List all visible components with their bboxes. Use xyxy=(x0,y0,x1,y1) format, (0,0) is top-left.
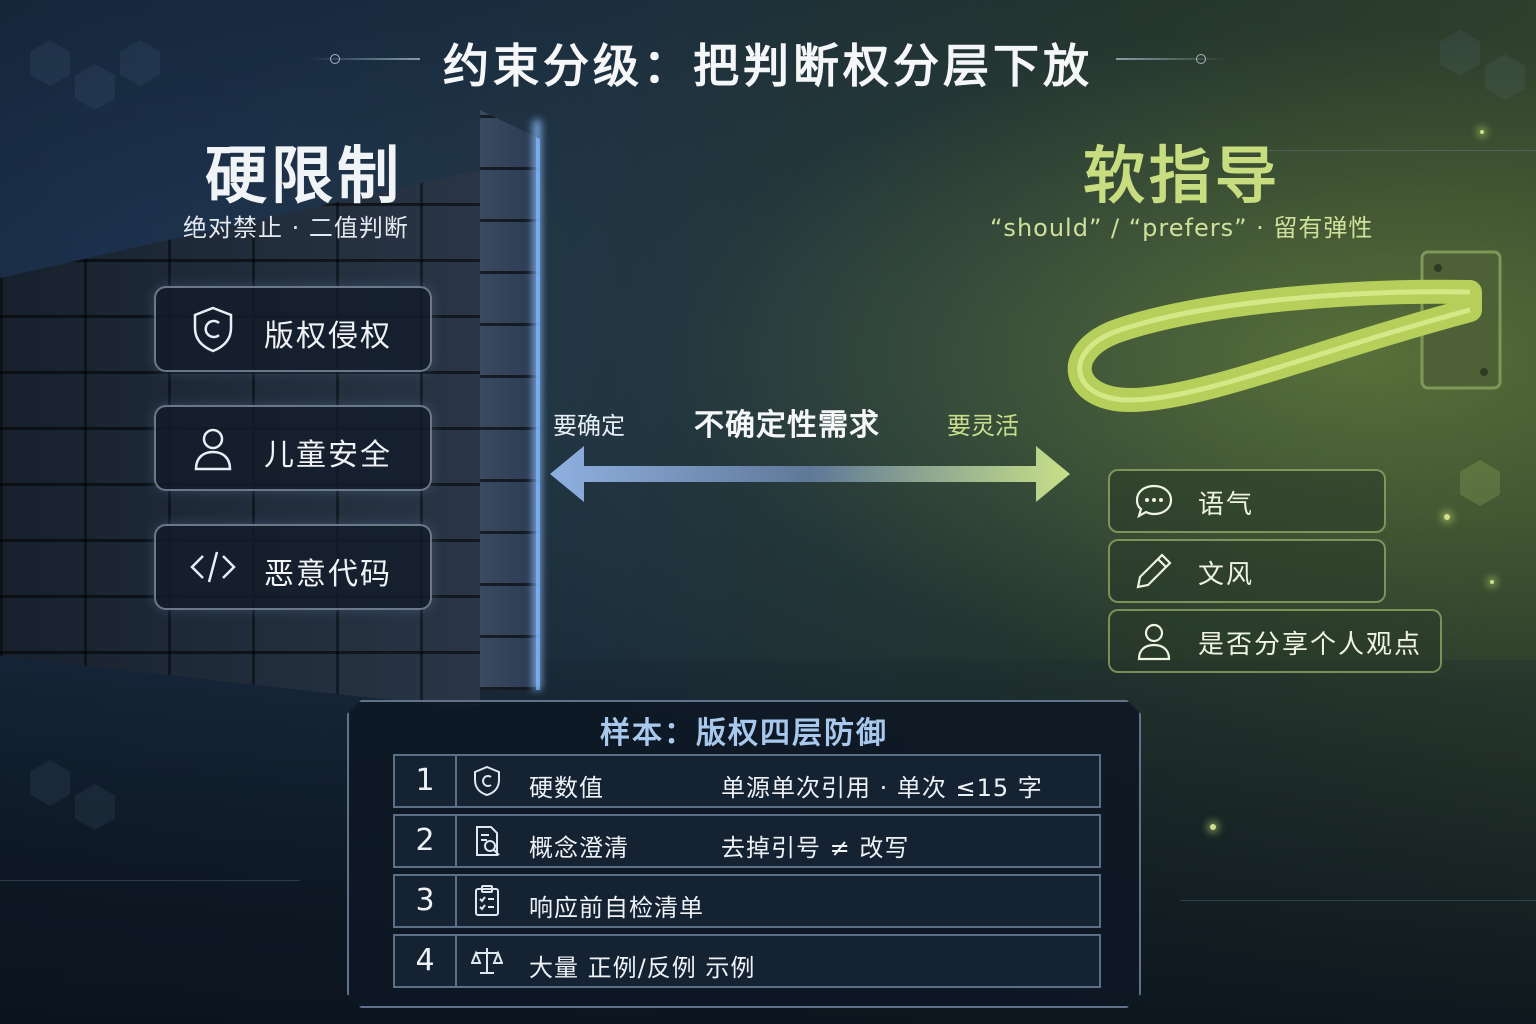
soft-guidance-title: 软指导 xyxy=(1083,139,1282,212)
elastic-band xyxy=(1067,250,1502,412)
sample-row: 3 响应前自检清单 xyxy=(393,874,1101,928)
spectrum-left-label: 要确定 xyxy=(553,412,625,440)
soft-item-label: 是否分享个人观点 xyxy=(1198,630,1423,660)
hard-item-label: 恶意代码 xyxy=(264,557,392,592)
spectrum-arrow xyxy=(550,446,1070,502)
soft-item-tone: 语气 xyxy=(1108,469,1386,533)
person-icon xyxy=(1137,623,1171,661)
row-note: 去掉引号 ≠ 改写 xyxy=(721,834,910,862)
circuit-line xyxy=(1240,150,1536,151)
sample-panel: 样本：版权四层防御 1 硬数值 单源单次引用 · 单次 ≤15 字 2 概念澄清… xyxy=(347,700,1141,1008)
row-note: 单源单次引用 · 单次 ≤15 字 xyxy=(721,774,1043,802)
hex-decor xyxy=(30,760,70,806)
chat-bubble-icon xyxy=(1135,484,1173,519)
hex-decor xyxy=(1460,460,1500,506)
person-icon xyxy=(194,428,232,471)
code-brackets-icon xyxy=(190,551,236,583)
row-name: 响应前自检清单 xyxy=(529,894,704,922)
title-dot-left xyxy=(330,54,340,64)
hard-item-copyright: 版权侵权 xyxy=(154,286,432,372)
title-dot-right xyxy=(1196,54,1206,64)
sample-row: 4 大量 正例/反例 示例 xyxy=(393,934,1101,988)
wall-glow xyxy=(533,120,541,690)
hard-item-child-safety: 儿童安全 xyxy=(154,405,432,491)
pencil-icon xyxy=(1136,553,1172,589)
row-number: 3 xyxy=(395,876,457,926)
hard-limit-subtitle: 绝对禁止 · 二值判断 xyxy=(183,214,409,242)
hard-item-label: 儿童安全 xyxy=(264,438,392,473)
spark-decor xyxy=(1210,824,1216,830)
soft-item-label: 语气 xyxy=(1198,490,1255,520)
soft-item-label: 文风 xyxy=(1198,560,1255,590)
sample-panel-title: 样本：版权四层防御 xyxy=(600,716,888,751)
title-line-left xyxy=(310,58,420,60)
hex-decor xyxy=(75,784,115,830)
spark-decor xyxy=(1480,130,1484,134)
row-number: 2 xyxy=(395,816,457,866)
circuit-line xyxy=(0,880,300,881)
row-number: 4 xyxy=(395,936,457,986)
document-search-icon xyxy=(471,825,503,857)
sample-row: 1 硬数值 单源单次引用 · 单次 ≤15 字 xyxy=(393,754,1101,808)
soft-item-style: 文风 xyxy=(1108,539,1386,603)
checklist-icon xyxy=(471,885,503,917)
hard-item-label: 版权侵权 xyxy=(264,319,392,354)
spark-decor xyxy=(1490,580,1494,584)
page-title: 约束分级：把判断权分层下放 xyxy=(443,39,1093,93)
row-name: 大量 正例/反例 示例 xyxy=(529,954,756,982)
row-name: 概念澄清 xyxy=(529,834,629,862)
spark-decor xyxy=(1444,514,1450,520)
sample-row: 2 概念澄清 去掉引号 ≠ 改写 xyxy=(393,814,1101,868)
copyright-shield-icon xyxy=(471,765,503,797)
soft-guidance-subtitle: “should” / “prefers” · 留有弹性 xyxy=(990,214,1374,242)
balance-scale-icon xyxy=(471,945,503,977)
hard-limit-title: 硬限制 xyxy=(205,139,404,212)
row-name: 硬数值 xyxy=(529,774,604,802)
row-number: 1 xyxy=(395,756,457,806)
hard-item-malicious-code: 恶意代码 xyxy=(154,524,432,610)
soft-item-personal-opinion: 是否分享个人观点 xyxy=(1108,609,1442,673)
spectrum-right-label: 要灵活 xyxy=(947,412,1019,440)
wall-edge xyxy=(480,110,540,690)
copyright-shield-icon xyxy=(193,306,233,353)
spectrum-center-label: 不确定性需求 xyxy=(694,408,880,443)
circuit-line xyxy=(1180,900,1536,901)
